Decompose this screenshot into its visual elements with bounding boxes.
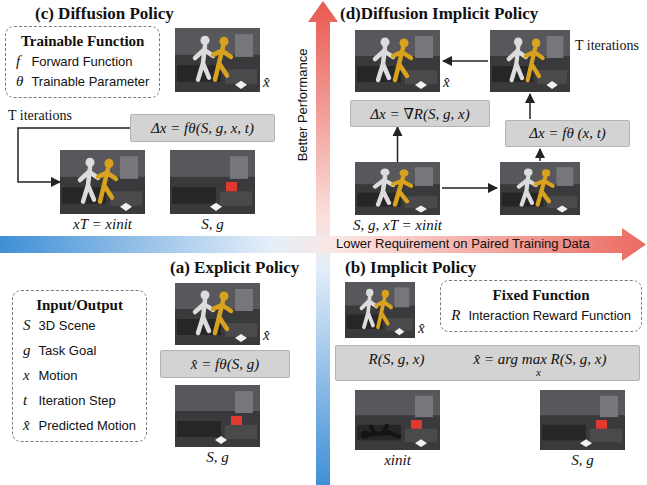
legend-description: Interaction Reward Function <box>468 307 631 325</box>
scene-image <box>175 385 260 447</box>
scene-image-box: x̂ <box>345 282 415 338</box>
legend-description: Predicted Motion <box>39 417 137 435</box>
scene-image-box: S, g <box>170 150 255 214</box>
scene-image-box: x̂ <box>175 28 260 92</box>
scene-image <box>490 30 570 92</box>
scene-image-box: xinit <box>355 390 440 450</box>
axis-arrow <box>0 236 624 253</box>
formula-group: x̂ = arg max R(S, g, x)x <box>474 351 607 368</box>
scene-image <box>345 282 415 338</box>
connector <box>18 128 130 182</box>
legend-symbol: x̂ <box>23 416 31 434</box>
scene-image <box>355 30 440 92</box>
scene-label: x̂ <box>263 74 270 90</box>
scene-image <box>170 150 255 214</box>
formula-box: Δx = fθ(S, g, x, t) <box>130 114 275 142</box>
legend-symbol: x <box>23 366 31 384</box>
scene-image-box: x̂ <box>175 283 260 345</box>
axis-label: Better Performance <box>295 49 310 162</box>
scene-image <box>60 150 145 214</box>
panel-title: (d)Diffusion Implicit Policy <box>340 4 538 24</box>
flow-arrow <box>442 187 497 189</box>
formula-box: Δx = fθ (x, t) <box>505 120 630 147</box>
scene-label: xinit <box>384 452 411 468</box>
legend-description: Iteration Step <box>39 392 137 410</box>
panel-title: (b) Implicit Policy <box>345 258 476 278</box>
scene-image <box>540 390 625 450</box>
scene-label: xT = xinit <box>73 216 132 232</box>
annotation: T iterations <box>575 38 639 54</box>
scene-label: x̂ <box>418 320 425 336</box>
legend-description: Trainable Parameter <box>31 73 149 91</box>
connector <box>397 127 399 162</box>
legend-box: Input/OutputS 3D Scene g Task Goal x MotiontI… <box>12 290 147 442</box>
legend-box: Trainable Function f Forward Function θ Trai… <box>5 26 160 98</box>
legend-heading: Fixed Function <box>451 286 631 304</box>
scene-image <box>500 162 580 215</box>
legend-description: 3D Scene <box>39 317 137 335</box>
scene-image-box: S, g, xT = xinit <box>355 162 440 215</box>
legend-heading: Input/Output <box>23 296 136 314</box>
legend-box: Fixed FunctionR Interaction Reward Functi… <box>440 280 642 332</box>
legend-symbol: S <box>23 316 31 334</box>
formula-box: R(S, g, x) x̂ = arg max R(S, g, x)x <box>335 345 640 381</box>
formula-box: Δx = ∇R(S, g, x) <box>350 100 490 127</box>
legend-rows: R Interaction Reward Function <box>451 306 631 325</box>
formula-box: x̂ = fθ(S, g) <box>160 350 290 378</box>
formula-text: Δx = fθ(S, g, x, t) <box>151 120 254 137</box>
scene-image-box: xT = xinit <box>60 150 145 214</box>
formula-text: x̂ = fθ(S, g) <box>191 356 259 373</box>
scene-label: S, g <box>206 449 229 465</box>
scene-image-box: S, g <box>175 385 260 447</box>
legend-heading: Trainable Function <box>16 32 149 50</box>
scene-label: S, g, xT = xinit <box>353 217 442 233</box>
formula-subscript: x <box>536 366 541 378</box>
legend-description: Task Goal <box>39 342 137 360</box>
scene-label: x̂ <box>263 327 270 343</box>
legend-symbol: f <box>16 52 23 70</box>
formula-text: x̂ = arg max R(S, g, x) <box>474 351 607 367</box>
scene-image <box>355 390 440 450</box>
formula-text: Δx = fθ (x, t) <box>529 125 606 142</box>
legend-symbol: t <box>23 391 31 409</box>
legend-description: Motion <box>39 367 137 385</box>
scene-image-box: x̂ <box>355 30 440 92</box>
scene-label: x̂ <box>443 74 450 90</box>
legend-description: Forward Function <box>31 53 149 71</box>
scene-image <box>175 283 260 345</box>
axis-arrowhead <box>622 228 646 261</box>
panel-title: (c) Diffusion Policy <box>35 4 174 24</box>
scene-image-box: S, g <box>540 390 625 450</box>
legend-rows: S 3D Scene g Task Goal x Motiont Iteration Ste… <box>23 316 136 435</box>
formula-text: Δx = ∇R(S, g, x) <box>370 105 469 123</box>
panel-title: (a) Explicit Policy <box>170 258 299 278</box>
legend-symbol: g <box>23 341 31 359</box>
scene-image <box>355 162 440 215</box>
scene-label: S, g <box>201 216 224 232</box>
edge-label: T iterations <box>6 107 74 125</box>
axis-label: Lower Requirement on Paired Training Dat… <box>336 236 590 251</box>
scene-image <box>175 28 260 92</box>
flow-arrow <box>443 60 488 62</box>
legend-symbol: θ <box>16 72 23 90</box>
formula-text: R(S, g, x) <box>369 351 425 368</box>
flow-arrow <box>539 149 541 161</box>
scene-label: S, g <box>571 452 594 468</box>
legend-rows: f Forward Function θ Trainable Parameter <box>16 52 149 91</box>
axis-arrowhead <box>308 1 338 22</box>
legend-symbol: R <box>451 306 460 324</box>
flow-arrow <box>529 94 531 119</box>
